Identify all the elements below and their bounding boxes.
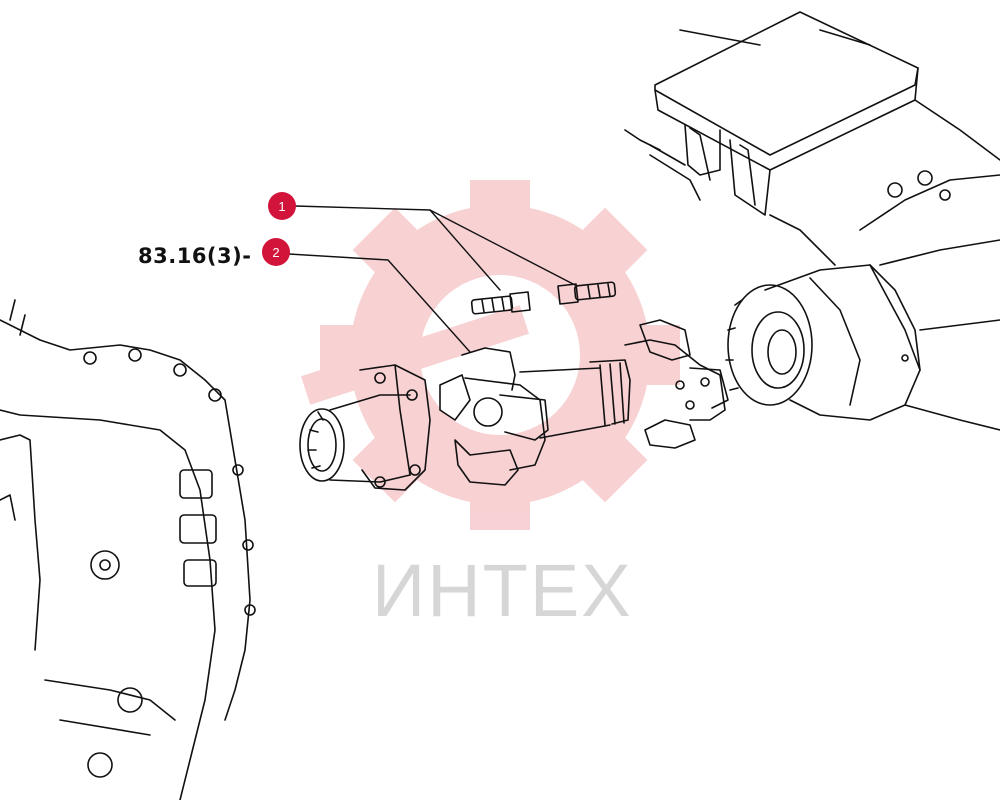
- reference-label: 83.16(3)-: [138, 244, 252, 268]
- callout-2[interactable]: 2: [262, 238, 290, 266]
- watermark-gear-logo: [300, 180, 680, 530]
- output-flange: [299, 364, 431, 491]
- axle-housing: [725, 170, 1000, 431]
- bolt-2: [557, 281, 617, 305]
- cardan-shaft: [439, 319, 729, 486]
- bolt-1: [470, 291, 531, 315]
- callout-1[interactable]: 1: [268, 192, 296, 220]
- leader-lines: [288, 205, 576, 353]
- callout-2-number: 2: [272, 244, 280, 260]
- frame-bracket: [624, 11, 1000, 266]
- gearbox-housing: [0, 299, 256, 800]
- callout-1-number: 1: [278, 198, 286, 214]
- watermark-text: ИНТЕХ: [372, 549, 633, 632]
